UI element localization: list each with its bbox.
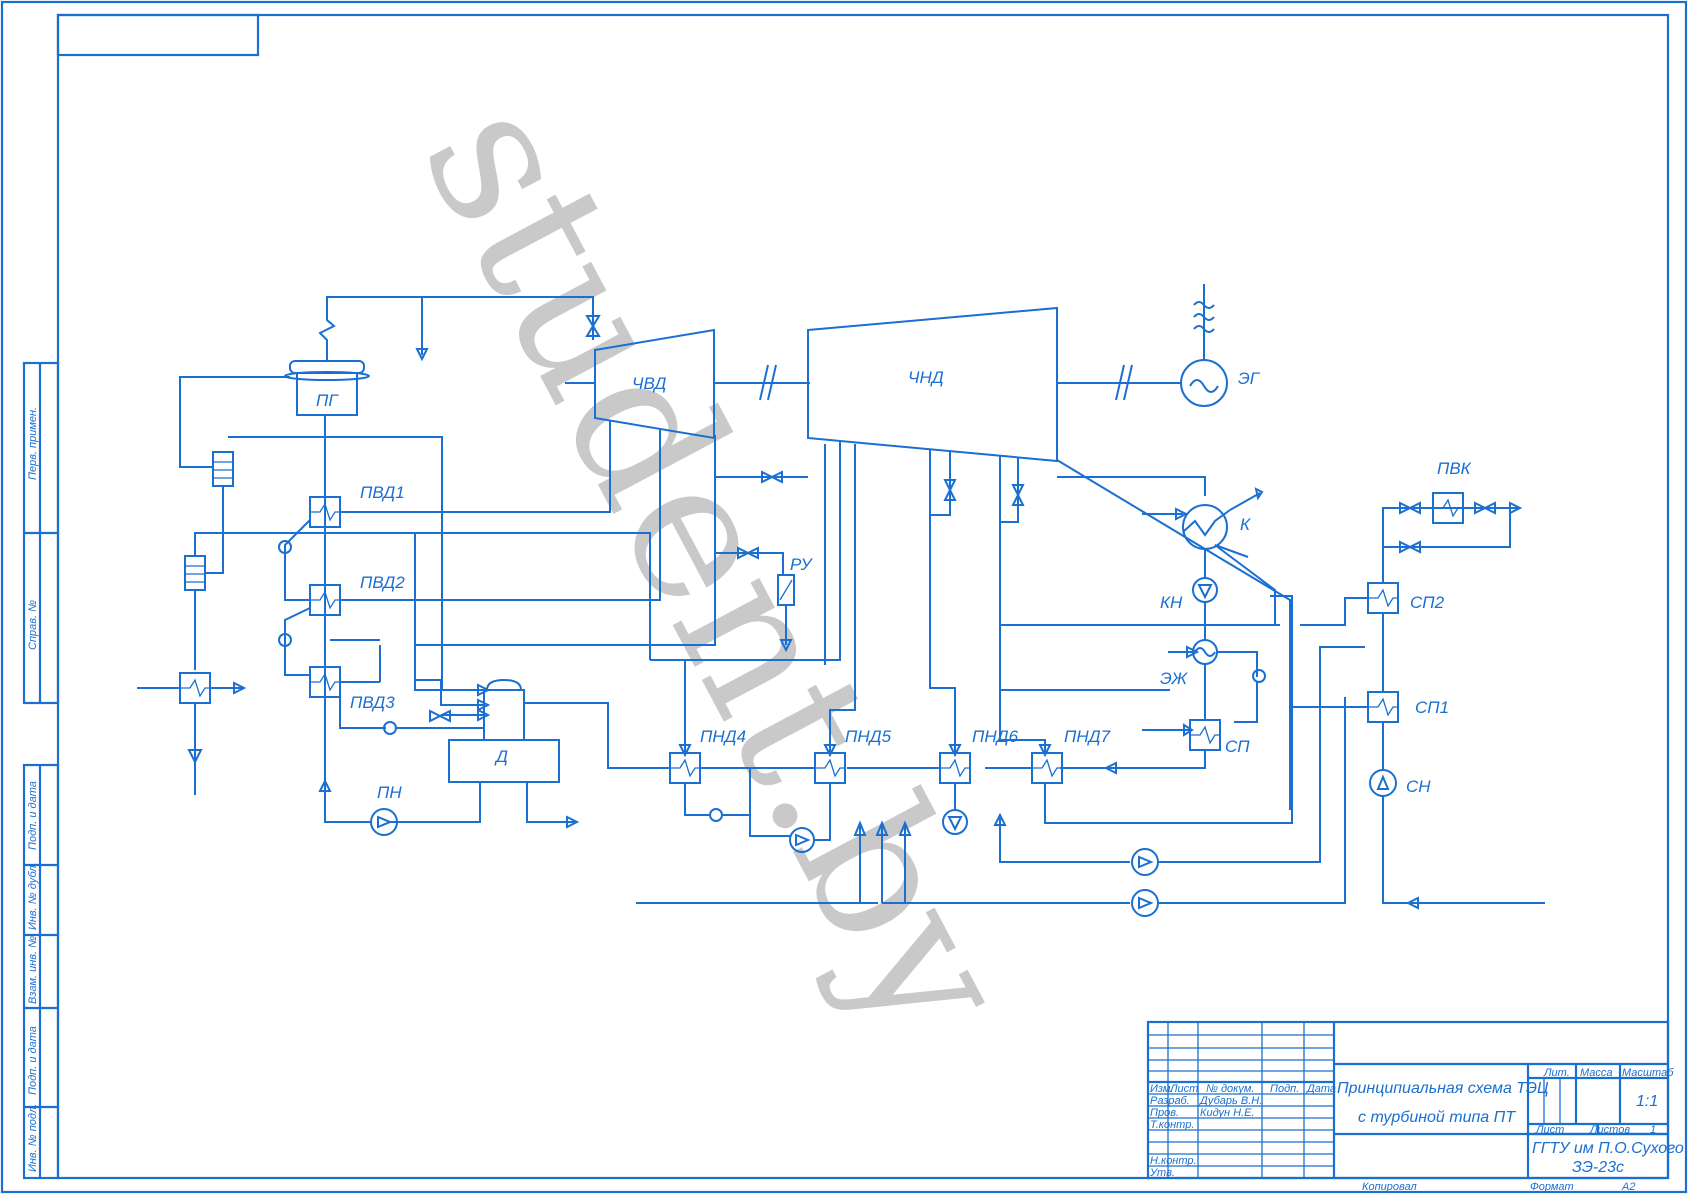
side-stamp-inv-podl: Инв. № подл. (27, 1104, 39, 1172)
side-stamp-perv-primen: Перв. примен. (27, 407, 39, 480)
tb-masshtab-value: 1:1 (1636, 1093, 1658, 1110)
cooler-sp: СП (1103, 719, 1250, 775)
label-d: Д (494, 747, 508, 766)
side-stamp-sprav: Справ. № (27, 600, 39, 650)
side-stamp: Перв. примен. Справ. № Подп. и дата Инв.… (22, 361, 60, 1180)
label-pnd6: ПНД6 (972, 727, 1019, 746)
label-ezh: ЭЖ (1160, 669, 1188, 688)
deaerator: Д ПН (318, 678, 580, 836)
tb-title-line2: с турбиной типа ПТ (1358, 1109, 1516, 1126)
tb-org-line1: ГГТУ им П.О.Сухого (1532, 1140, 1684, 1157)
tb-list-label: Лист (1535, 1124, 1564, 1136)
tb-t-kontr: Т.контр. (1150, 1119, 1194, 1131)
label-pnd5: ПНД5 (845, 727, 892, 746)
side-stamp-podp-data-2: Подп. и дата (27, 1026, 39, 1095)
hp-heaters: ПВД1 ПВД2 ПВД3 (228, 415, 661, 785)
tb-org-line2: ЗЭ-23с (1572, 1159, 1624, 1176)
side-stamp-vzam-inv: Взам. инв. № (27, 936, 39, 1004)
title-block: Изм. Лист № докум. Подп. Дата Разраб. Ду… (1146, 1020, 1684, 1193)
lp-heaters: ПНД7 ПНД6 ПНД5 ПНД4 (523, 702, 1111, 784)
tb-prov-name: Кидун Н.Е. (1200, 1107, 1255, 1119)
tb-n-kontr: Н.контр. (1150, 1155, 1197, 1167)
tb-razrab: Разраб. (1150, 1095, 1190, 1107)
label-pvd2: ПВД2 (360, 573, 405, 592)
electric-generator: ЭГ (1180, 284, 1261, 407)
tb-data: Дата (1305, 1083, 1336, 1095)
label-sp: СП (1225, 737, 1250, 756)
label-sn: СН (1406, 777, 1431, 796)
extraction-and-return-lines: РУ (379, 435, 1365, 917)
label-k: К (1240, 515, 1251, 534)
tb-massa-label: Масса (1580, 1067, 1613, 1079)
label-chnd: ЧНД (908, 368, 944, 387)
watermark: student.by (380, 67, 1053, 1070)
network-heaters: СП2 СП1 ПВК СН (1056, 459, 1545, 910)
label-pnd4: ПНД4 (700, 727, 746, 746)
label-chvd: ЧВД (632, 374, 666, 393)
side-stamp-inv-dubl: Инв. № дубл. (27, 862, 39, 930)
tb-format-label: Формат (1530, 1181, 1574, 1193)
left-auxiliaries (137, 376, 650, 795)
tb-kopiroval: Копировал (1362, 1181, 1417, 1193)
label-kn: КН (1160, 593, 1183, 612)
tb-utv: Утв. (1149, 1167, 1175, 1179)
label-pnd7: ПНД7 (1064, 727, 1111, 746)
condenser: К КН ЭЖ (1057, 476, 1266, 723)
label-pg: ПГ (316, 391, 339, 410)
tb-prov: Пров. (1150, 1107, 1179, 1119)
tb-razrab-name: Дубарь В.Н. (1198, 1095, 1262, 1107)
lp-turbine: ЧНД (807, 306, 1182, 463)
tb-listov-value: 1 (1650, 1124, 1656, 1136)
tb-title-line1: Принципиальная схема ТЭЦ (1337, 1080, 1549, 1097)
tb-format-value: А2 (1621, 1181, 1635, 1193)
tb-lit-label: Лит. (1543, 1067, 1570, 1079)
label-eg: ЭГ (1238, 369, 1261, 388)
tb-izm: Изм. (1150, 1083, 1173, 1095)
label-pvd3: ПВД3 (350, 693, 395, 712)
label-pvk: ПВК (1437, 459, 1472, 478)
tb-no-dokum: № докум. (1206, 1083, 1254, 1095)
label-sp2: СП2 (1410, 593, 1445, 612)
tb-masshtab-label: Масштаб (1622, 1067, 1674, 1079)
side-stamp-podp-data-1: Подп. и дата (27, 781, 39, 850)
tb-list: Лист (1169, 1083, 1198, 1095)
label-pvd1: ПВД1 (360, 483, 405, 502)
label-pn: ПН (377, 783, 402, 802)
tb-listov-label: Листов (1589, 1124, 1630, 1136)
label-sp1: СП1 (1415, 698, 1449, 717)
tb-podp: Подп. (1270, 1083, 1299, 1095)
label-ru: РУ (790, 555, 814, 574)
